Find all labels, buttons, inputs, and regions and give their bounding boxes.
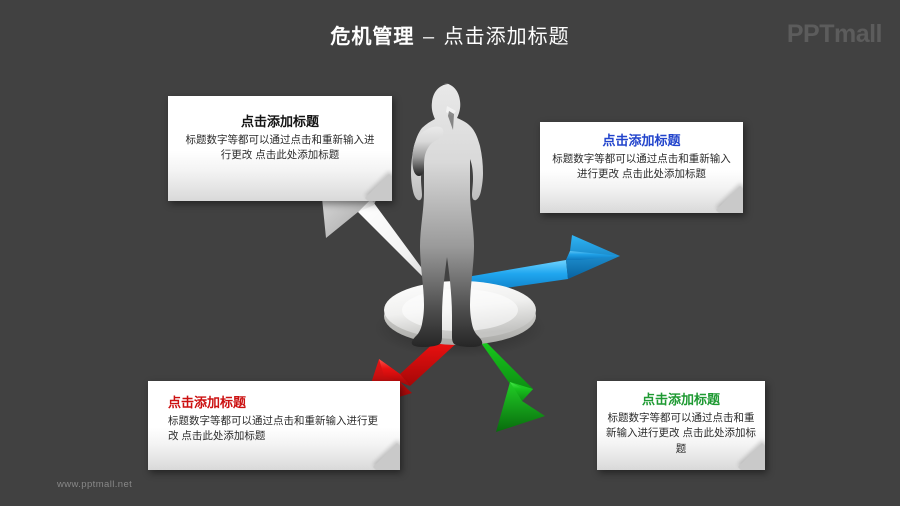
page-title-strong: 危机管理 (330, 26, 415, 48)
businessman-silhouette (411, 83, 483, 347)
callout-box-bottom-right[interactable]: 点击添加标题 标题数字等都可以通过点击和重新输入进行更改 点击此处添加标题 (597, 381, 765, 470)
pptmall-logo: PPTmall (786, 20, 883, 48)
page-title-dash: – (422, 26, 436, 48)
callout-body-bottom-left: 标题数字等都可以通过点击和重新输入进行更改 点击此处添加标题 (168, 415, 378, 443)
callout-body-top-left: 标题数字等都可以通过点击和重新输入进行更改 点击此处添加标题 (185, 134, 375, 162)
callout-body-top-right: 标题数字等都可以通过点击和重新输入进行更改 点击此处添加标题 (552, 153, 731, 181)
callout-title-bottom-left: 点击添加标题 (168, 395, 247, 410)
footer-url: www.pptmall.net (57, 479, 133, 490)
callout-title-top-left: 点击添加标题 (240, 114, 319, 129)
page-title: 危机管理 – 点击添加标题 (0, 20, 900, 49)
page-title-rest: 点击添加标题 (443, 26, 570, 48)
callout-box-top-right[interactable]: 点击添加标题 标题数字等都可以通过点击和重新输入进行更改 点击此处添加标题 (540, 122, 743, 213)
callout-title-top-right: 点击添加标题 (602, 133, 681, 148)
callout-box-top-left[interactable]: 点击添加标题 标题数字等都可以通过点击和重新输入进行更改 点击此处添加标题 (168, 96, 392, 201)
callout-title-bottom-right: 点击添加标题 (641, 392, 720, 407)
callout-body-bottom-right: 标题数字等都可以通过点击和重新输入进行更改 点击此处添加标题 (606, 412, 756, 455)
callout-box-bottom-left[interactable]: 点击添加标题 标题数字等都可以通过点击和重新输入进行更改 点击此处添加标题 (148, 381, 400, 470)
